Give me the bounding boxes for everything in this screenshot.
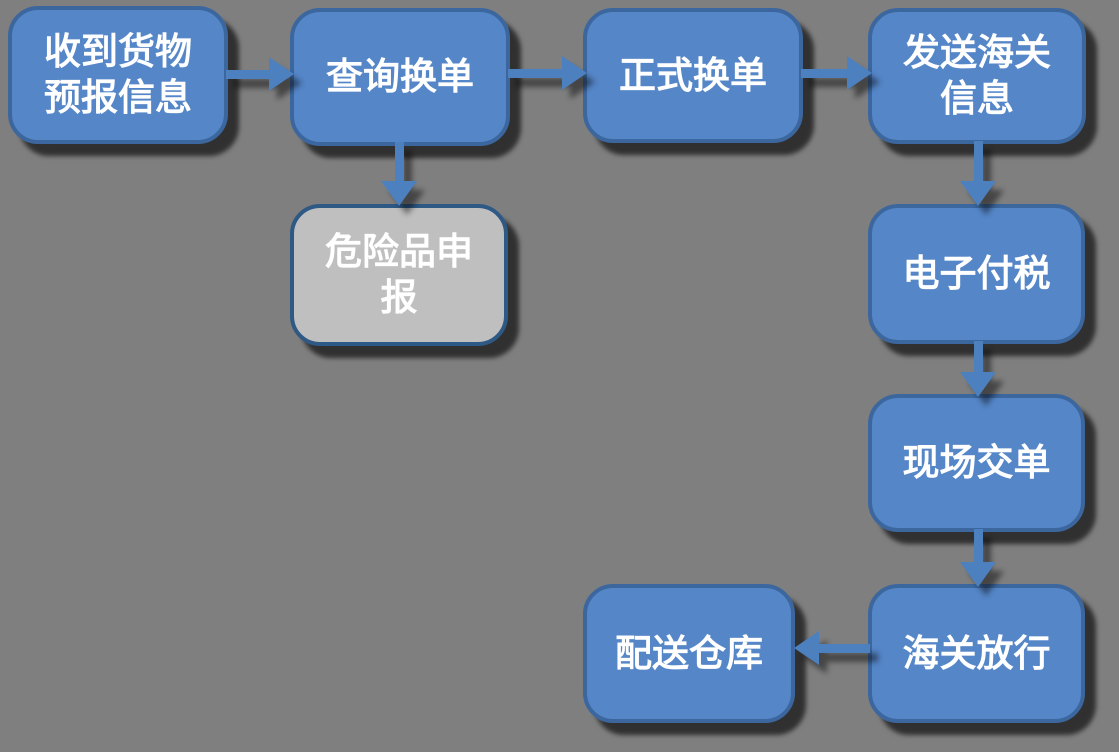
arrow-head bbox=[847, 56, 872, 90]
arrow-release-to-warehouse-icon bbox=[794, 630, 870, 666]
arrow-head bbox=[960, 562, 996, 587]
arrow-onsite-to-release-icon bbox=[959, 529, 997, 587]
node-label: 电子付税 bbox=[902, 253, 1051, 295]
arrow-head bbox=[269, 57, 294, 91]
arrow-shaft bbox=[395, 142, 404, 186]
arrow-formal-to-send-icon bbox=[801, 55, 872, 91]
arrow-shaft bbox=[801, 69, 852, 78]
node-electronic-tax-payment: 电子付税 bbox=[868, 204, 1085, 344]
node-label: 海关放行 bbox=[902, 632, 1051, 674]
node-label: 发送海关信息 bbox=[903, 32, 1051, 119]
node-send-customs-info: 发送海关信息 bbox=[868, 8, 1086, 144]
arrow-query-to-formal-icon bbox=[508, 55, 587, 91]
arrow-shaft bbox=[226, 70, 274, 79]
arrow-head bbox=[794, 631, 819, 665]
node-label: 查询换单 bbox=[326, 56, 474, 98]
arrow-head bbox=[381, 181, 417, 206]
arrow-shaft bbox=[814, 644, 870, 653]
arrow-shaft bbox=[508, 69, 567, 78]
arrow-shaft bbox=[974, 529, 983, 567]
arrow-head bbox=[960, 372, 996, 397]
arrow-query-to-dangerous-icon bbox=[380, 142, 418, 206]
node-warehouse-delivery: 配送仓库 bbox=[583, 584, 795, 723]
node-dangerous-goods-declaration: 危险品申报 bbox=[290, 204, 508, 346]
node-customs-release: 海关放行 bbox=[868, 584, 1085, 723]
node-formal-exchange: 正式换单 bbox=[583, 8, 803, 143]
node-label: 收到货物预报信息 bbox=[44, 31, 192, 118]
arrow-head bbox=[960, 181, 996, 206]
arrow-shaft bbox=[974, 141, 983, 186]
node-label: 正式换单 bbox=[619, 54, 767, 96]
node-receive-cargo-info: 收到货物预报信息 bbox=[8, 6, 228, 144]
arrow-epay-to-onsite-icon bbox=[959, 341, 997, 397]
arrow-head bbox=[562, 56, 587, 90]
arrow-receive-to-query-icon bbox=[226, 56, 294, 92]
arrow-shaft bbox=[974, 341, 983, 377]
node-label: 现场交单 bbox=[902, 442, 1051, 484]
node-query-exchange: 查询换单 bbox=[290, 8, 510, 146]
node-label: 危险品申报 bbox=[325, 231, 473, 318]
node-onsite-document-submission: 现场交单 bbox=[868, 394, 1085, 532]
node-label: 配送仓库 bbox=[615, 632, 763, 674]
arrow-send-to-epay-icon bbox=[959, 141, 997, 206]
